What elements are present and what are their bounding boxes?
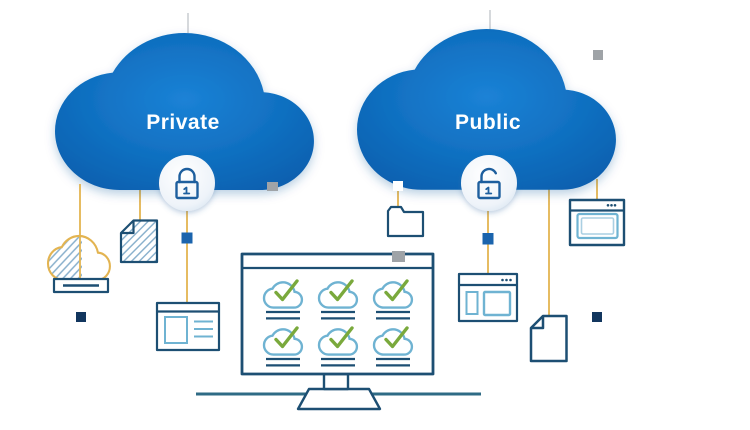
menu-dots-icon [613, 204, 617, 207]
connector-square-gray [392, 251, 405, 262]
folder-icon [386, 205, 425, 238]
menu-dots-icon [505, 278, 508, 282]
connector-square-white [393, 181, 403, 191]
public-lock-badge [461, 155, 517, 211]
accent-square-navy [592, 312, 602, 322]
document-icon [529, 314, 568, 363]
connector-square-blue [482, 233, 494, 245]
menu-dots-icon [610, 204, 613, 207]
monitor-icon [240, 251, 435, 411]
locked-padlock-icon [175, 167, 199, 200]
connector-square-blue [181, 232, 193, 244]
menu-dots-icon [509, 278, 512, 282]
small-browser-icon [457, 272, 519, 323]
browser-window-icon [568, 198, 626, 247]
monitor-base [296, 387, 382, 411]
hatched-document-icon [119, 219, 159, 264]
monitor-neck [322, 372, 350, 391]
browser-card-icon [155, 301, 221, 352]
connector-square-gray [267, 182, 278, 191]
menu-dots-icon [606, 204, 610, 207]
private-cloud-label: Private [146, 111, 220, 134]
storage-cloud-icon [46, 184, 112, 294]
private-lock-badge [159, 155, 215, 211]
accent-square-gray [593, 50, 603, 60]
accent-square-navy [76, 312, 86, 322]
monitor-screen [240, 252, 435, 376]
menu-dots-icon [501, 278, 504, 282]
unlocked-padlock-icon [477, 167, 501, 200]
public-cloud-label: Public [455, 111, 521, 134]
